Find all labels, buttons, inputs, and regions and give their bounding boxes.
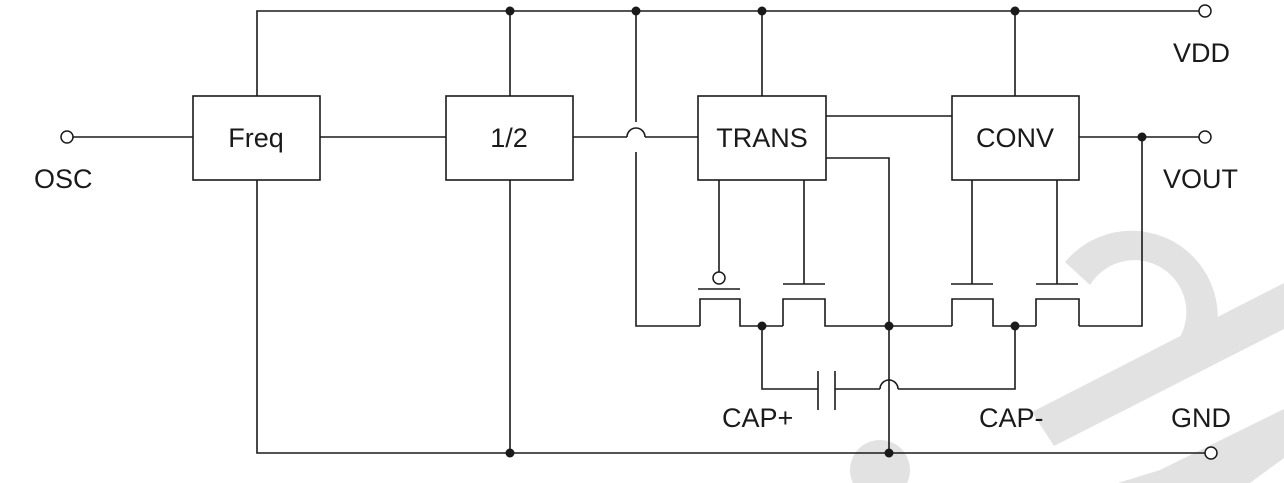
- junction-dots: [505, 6, 1147, 458]
- vout-terminal: [1198, 130, 1212, 144]
- switch-network: [635, 152, 1080, 453]
- freq-block-label: Freq: [228, 123, 284, 153]
- cap-minus-label: CAP-: [979, 403, 1044, 433]
- gnd-label: GND: [1171, 403, 1231, 433]
- freq-block: Freq: [192, 95, 321, 181]
- vdd-terminal: [1198, 4, 1212, 18]
- osc-label: OSC: [34, 164, 93, 194]
- gnd-terminal: [1204, 446, 1218, 460]
- osc-terminal: [60, 130, 74, 144]
- vdd-rail: [256, 10, 1199, 122]
- vdd-label: VDD: [1173, 38, 1230, 68]
- watermark-logo: [850, 230, 1284, 483]
- divider-block: 1/2: [445, 95, 574, 181]
- divider-block-label: 1/2: [490, 123, 528, 153]
- trans-block-label: TRANS: [716, 123, 808, 153]
- conv-block: CONV: [951, 95, 1080, 181]
- conv-block-label: CONV: [976, 123, 1054, 153]
- capacitor: [761, 326, 1016, 410]
- cap-plus-label: CAP+: [722, 403, 793, 433]
- vout-label: VOUT: [1163, 164, 1238, 194]
- trans-block: TRANS: [697, 95, 827, 181]
